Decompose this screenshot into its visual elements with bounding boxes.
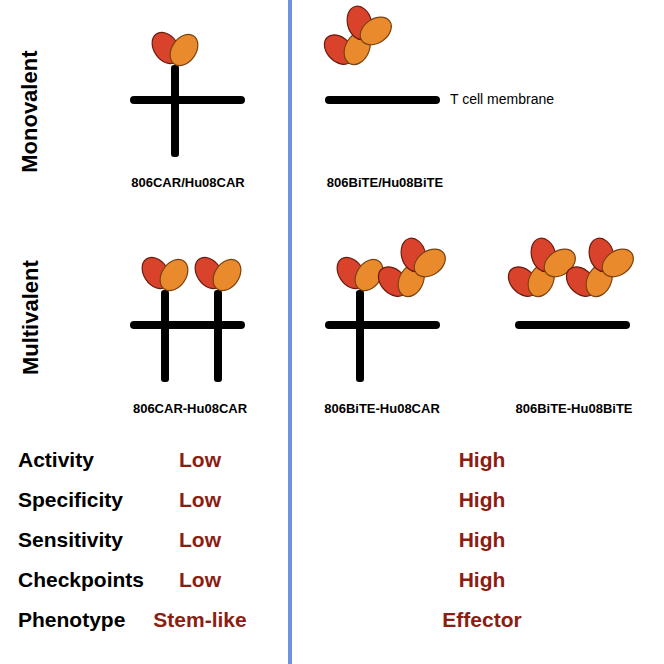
property-value: Stem-like xyxy=(153,608,246,632)
bite-monovalent xyxy=(316,0,440,104)
property-name: Specificity xyxy=(18,488,123,512)
construct-label: 806BiTE/Hu08BiTE xyxy=(327,176,443,191)
property-name: Checkpoints xyxy=(18,568,144,592)
property-name: Sensitivity xyxy=(18,528,123,552)
divider-line xyxy=(288,0,292,664)
property-value: Low xyxy=(179,528,221,552)
bite-car-multivalent xyxy=(325,229,456,382)
row-heading: Monovalent xyxy=(17,51,42,173)
property-value: Low xyxy=(179,568,221,592)
property-value: High xyxy=(459,488,506,512)
property-value: High xyxy=(459,528,506,552)
construct-label: 806CAR-Hu08CAR xyxy=(133,402,247,417)
property-value: High xyxy=(459,568,506,592)
construct-label: 806BiTE-Hu08BiTE xyxy=(515,402,632,417)
property-value: Low xyxy=(179,448,221,472)
property-name: Phenotype xyxy=(18,608,125,632)
construct-label: 806BiTE-Hu08CAR xyxy=(324,402,440,417)
property-value: Effector xyxy=(442,608,521,632)
property-name: Activity xyxy=(18,448,94,472)
bite-bite-multivalent xyxy=(500,229,644,329)
property-value: Low xyxy=(179,488,221,512)
row-heading: Multivalent xyxy=(17,261,42,376)
car-monovalent xyxy=(130,27,245,157)
car-car-multivalent xyxy=(130,252,247,382)
property-value: High xyxy=(459,448,506,472)
construct-label: 806CAR/Hu08CAR xyxy=(131,176,244,191)
membrane-label: T cell membrane xyxy=(450,91,554,107)
